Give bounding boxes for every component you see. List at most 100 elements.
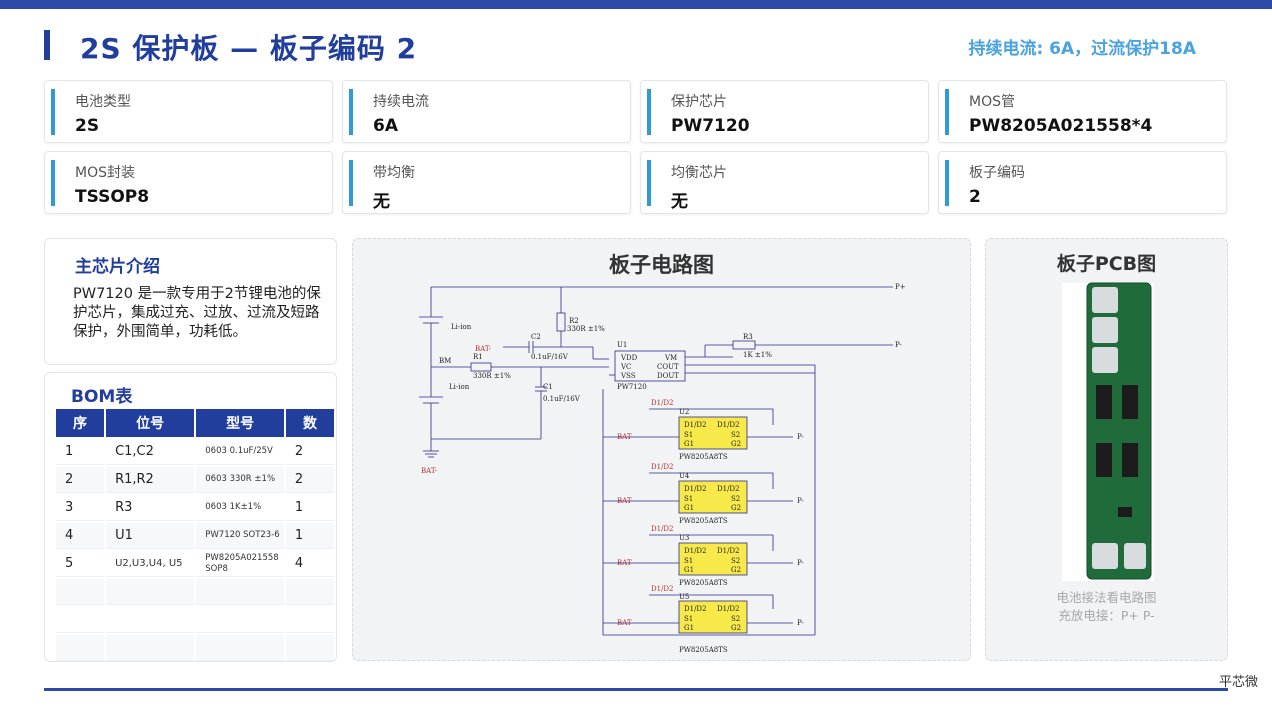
bom-header-row: 序 位号 型号 数 <box>56 409 334 437</box>
bom-cell-index: 3 <box>56 495 105 521</box>
spec-label: MOS封装 <box>75 165 135 181</box>
mosfet-pin: S1 <box>684 615 693 623</box>
spec-label: 持续电流 <box>373 94 429 110</box>
mosfet-part: PW8205A8TS <box>679 579 728 587</box>
bom-cell-designator: C1,C2 <box>106 439 195 465</box>
circuit-diagram-card: 板子电路图 <box>352 238 971 661</box>
mosfet-d1d2: D1/D2 <box>651 463 674 471</box>
spec-value: 2S <box>75 116 100 136</box>
mosfet-bat-minus: BAT- <box>617 619 634 627</box>
chip-intro-card: 主芯片介绍 PW7120 是一款专用于2节锂电池的保护芯片，集成过充、过放、过流… <box>44 238 337 365</box>
mosfet-u3: U3 D1/D2 D1/D2 D1/D2 S1 G1 S2 G2 PW8205A… <box>617 525 804 587</box>
spec-card-battery-type: 电池类型 2S <box>44 80 333 143</box>
label-p-plus: P+ <box>895 283 906 291</box>
label-r1-value: 330R ±1% <box>473 372 511 380</box>
mosfet-pin: D1/D2 <box>684 547 707 555</box>
label-c2: C2 <box>531 333 541 341</box>
mosfet-pin: D1/D2 <box>684 605 707 613</box>
spec-card-accent <box>647 160 651 206</box>
top-accent-bar <box>0 0 1272 9</box>
bom-cell-designator: U2,U3,U4, U5 <box>106 551 195 577</box>
spec-label: 电池类型 <box>75 94 131 110</box>
pcb-image <box>1062 282 1154 581</box>
label-c1: C1 <box>543 383 553 391</box>
spec-label: 带均衡 <box>373 165 415 181</box>
spec-card-board-code: 板子编码 2 <box>938 151 1227 214</box>
bom-cell-qty: 2 <box>285 439 334 465</box>
mosfet-p-minus: P- <box>797 559 804 567</box>
spec-card-accent <box>51 160 55 206</box>
mosfet-pin: D1/D2 <box>717 605 740 613</box>
table-row: 4 U1 PW7120 SOT23-6 1 <box>56 523 334 549</box>
mosfet-pin: D1/D2 <box>717 485 740 493</box>
mosfet-label: U4 <box>679 472 690 480</box>
label-r2-value: 330R ±1% <box>567 325 605 333</box>
mosfet-pin: D1/D2 <box>717 421 740 429</box>
bom-cell-designator: R1,R2 <box>106 467 195 493</box>
spec-value: 6A <box>373 116 398 136</box>
mosfet-pin: D1/D2 <box>717 547 740 555</box>
bom-cell-model: 0603 330R ±1% <box>196 467 284 493</box>
spec-card-accent <box>945 89 949 135</box>
bottom-divider <box>44 688 1228 691</box>
label-r1: R1 <box>473 353 483 361</box>
mosfet-bat-minus: BAT- <box>617 497 634 505</box>
title-accent-bar <box>44 30 50 60</box>
bom-cell-model: 0603 0.1uF/25V <box>196 439 284 465</box>
mosfet-pin: G2 <box>731 624 741 632</box>
label-u1-vm: VM <box>664 354 677 362</box>
table-row: 2 R1,R2 0603 330R ±1% 2 <box>56 467 334 493</box>
chip-intro-text: PW7120 是一款专用于2节锂电池的保护芯片，集成过充、过放、过流及短路保护，… <box>73 286 321 340</box>
table-row-empty <box>56 607 334 633</box>
mosfet-bat-minus: BAT- <box>617 433 634 441</box>
bom-cell-designator: U1 <box>106 523 195 549</box>
label-u1-vdd: VDD <box>620 354 638 362</box>
spec-card-continuous-current: 持续电流 6A <box>342 80 631 143</box>
mosfet-u5: U5 D1/D2 D1/D2 D1/D2 S1 G1 S2 G2 PW8205A… <box>617 585 804 654</box>
spec-value: PW7120 <box>671 116 750 136</box>
mosfet-d1d2: D1/D2 <box>651 399 674 407</box>
mosfet-u4: U4 D1/D2 D1/D2 D1/D2 S1 G1 S2 G2 PW8205A… <box>617 463 804 525</box>
mosfet-pin: G2 <box>731 440 741 448</box>
table-row-empty <box>56 579 334 605</box>
spec-card-accent <box>945 160 949 206</box>
label-u1-name: PW7120 <box>617 383 647 391</box>
spec-value: 2 <box>969 187 981 207</box>
bom-cell-index: 5 <box>56 551 105 577</box>
bom-cell-model: PW8205A021558 SOP8 <box>196 551 284 577</box>
mosfet-pin: G1 <box>684 440 694 448</box>
bom-cell-index: 4 <box>56 523 105 549</box>
bom-cell-designator: R3 <box>106 495 195 521</box>
spec-card-mosfet: MOS管 PW8205A021558*4 <box>938 80 1227 143</box>
bom-cell-index: 1 <box>56 439 105 465</box>
spec-label: 板子编码 <box>969 165 1025 181</box>
circuit-heading: 板子电路图 <box>609 253 714 277</box>
pcb-note-terminals: 充放电接：P+ P- <box>1058 608 1155 623</box>
spec-value: 无 <box>671 192 688 212</box>
mosfet-pin: S1 <box>684 495 693 503</box>
spec-card-balance-chip: 均衡芯片 无 <box>640 151 929 214</box>
label-c2-value: 0.1uF/16V <box>531 353 569 361</box>
bom-cell-qty: 2 <box>285 467 334 493</box>
pcb-heading: 板子PCB图 <box>1056 253 1157 275</box>
spec-value: TSSOP8 <box>75 187 150 207</box>
mosfet-pin: G1 <box>684 504 694 512</box>
spec-card-balancing: 带均衡 无 <box>342 151 631 214</box>
pcb-note-wiring: 电池接法看电路图 <box>1056 590 1157 605</box>
label-p-minus: P- <box>895 341 902 349</box>
mosfet-pin: S2 <box>731 557 740 565</box>
table-row-empty <box>56 635 334 661</box>
page-subtitle: 持续电流: 6A，过流保护18A <box>968 39 1196 59</box>
bom-cell-qty: 1 <box>285 495 334 521</box>
mosfet-part: PW8205A8TS <box>679 453 728 461</box>
brand-text: 平芯微 <box>1218 675 1258 690</box>
table-row: 5 U2,U3,U4, U5 PW8205A021558 SOP8 4 <box>56 551 334 577</box>
mosfet-pin: G1 <box>684 624 694 632</box>
mosfet-pin: S2 <box>731 431 740 439</box>
mosfet-pin: G2 <box>731 566 741 574</box>
mosfet-pin: S1 <box>684 431 693 439</box>
mosfet-pin: S1 <box>684 557 693 565</box>
bom-header-cell: 位号 <box>106 409 195 437</box>
mosfet-label: U3 <box>679 534 689 542</box>
bom-header-cell: 序 <box>56 409 105 437</box>
